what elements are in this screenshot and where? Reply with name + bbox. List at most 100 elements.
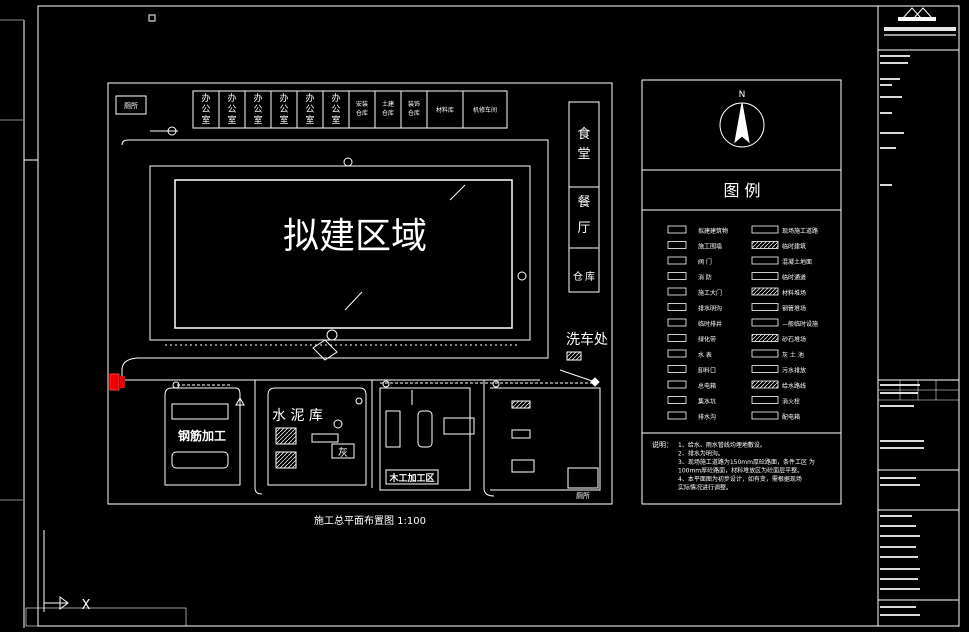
legend-symbol-left <box>667 396 687 404</box>
office-label: 室 <box>331 114 340 126</box>
legend-item-right-label: 消火栓 <box>782 398 800 406</box>
office-label: 材料库 <box>436 106 454 114</box>
legend-symbol-right <box>751 225 779 234</box>
rebar-yard <box>164 387 241 486</box>
legend-symbol-right <box>751 334 779 342</box>
fire-hydrant-marker <box>109 373 120 391</box>
drawing-border <box>37 5 960 627</box>
legend-symbol-right <box>751 303 779 311</box>
legend-symbol-right <box>751 411 779 420</box>
office-label: 仓库 <box>408 109 420 117</box>
legend-symbol-right <box>751 272 779 280</box>
legend-item-left-label: 消 防 <box>698 274 712 282</box>
legend-item-left-label: 卸料口 <box>698 367 716 375</box>
legend-symbol-left <box>667 411 687 420</box>
timber-area-label: 木工加工区 <box>388 472 434 484</box>
office-label: 仓库 <box>382 109 394 117</box>
office-label: 办 <box>331 92 340 104</box>
store-char: 库 <box>585 270 595 283</box>
office-label: 安装 <box>356 100 368 108</box>
legend-symbol-right <box>751 380 779 389</box>
legend-item-right-label: 临时通道 <box>782 274 806 282</box>
notes-heading: 说明： <box>652 440 673 449</box>
legend-item-left-label: 排水沟 <box>698 413 716 421</box>
office-label: 室 <box>253 114 262 126</box>
site-boundary <box>107 82 613 505</box>
cafeteria-char: 堂 <box>577 147 590 162</box>
legend-item-left-label: 排水明沟 <box>698 305 722 313</box>
legend-item-left-label: 拟建建筑物 <box>698 227 728 235</box>
legend-symbols <box>667 225 779 420</box>
timber-area-box <box>385 469 439 485</box>
fire-hydrant-marker-2 <box>120 376 125 388</box>
legend-item-left-label: 集水坑 <box>698 398 716 406</box>
legend-symbol-left <box>667 225 687 234</box>
office-label: 办 <box>201 92 210 104</box>
legend-item-right-label: 灰 土 池 <box>782 351 804 359</box>
office-label: 办 <box>279 92 288 104</box>
office-label: 室 <box>227 114 236 126</box>
note-line: 1、给水、雨水管线均埋地敷设。 <box>678 441 766 449</box>
toilet-box-2 <box>567 467 599 489</box>
note-line: 4、本平面图为初步设计，如有变，需根据现场 <box>678 475 802 483</box>
store-char: 仓 <box>573 270 583 283</box>
legend-symbol-left <box>667 241 687 249</box>
office-label: 公 <box>201 104 210 115</box>
cafeteria-char: 食 <box>577 126 590 142</box>
legend-item-right-label: —般临时设施 <box>782 320 818 328</box>
legend-symbol-right <box>751 349 779 358</box>
office-label: 办 <box>253 92 262 104</box>
cement-yard <box>267 387 367 486</box>
legend-symbol-left <box>667 272 687 280</box>
origin-marker <box>148 14 156 22</box>
office-label: 室 <box>305 114 314 126</box>
office-label: 室 <box>201 114 210 126</box>
legend-item-right-label: 现场施工道路 <box>782 227 818 235</box>
note-line: 3、现场施工道路为150mm厚砼路面，条件工区 为 <box>678 458 815 466</box>
legend-item-right-label: 钢管堆场 <box>782 305 806 313</box>
legend-symbol-right <box>751 256 779 265</box>
office-label: 公 <box>279 104 288 115</box>
ash-label: 灰 <box>338 446 348 459</box>
toilet-box <box>115 95 147 115</box>
legend-symbol-right <box>751 287 779 296</box>
legend-symbol-left <box>667 287 687 296</box>
legend-item-left-label: 绿化带 <box>698 336 716 344</box>
legend-item-right-label: 给水路线 <box>782 382 806 390</box>
office-label: 公 <box>305 104 314 115</box>
legend-symbol-left <box>667 256 687 265</box>
legend-symbol-right <box>751 365 779 373</box>
rebar-label: 钢筋加工 <box>178 428 226 443</box>
wash-area-label: 洗车处 <box>566 331 608 348</box>
legend-item-left-label: 临时排井 <box>698 320 722 328</box>
legend-symbol-right <box>751 318 779 327</box>
rebar-bench <box>171 403 229 420</box>
note-line: 实际情况进行调整。 <box>678 484 732 492</box>
site-symbols <box>150 126 600 429</box>
legend-symbol-right <box>751 396 779 404</box>
title-block <box>878 7 959 616</box>
timber-yard <box>379 387 471 491</box>
toilet-label: 厕所 <box>124 101 138 110</box>
legend-item-right-label: 配电箱 <box>782 413 800 421</box>
legend-symbol-left <box>667 303 687 311</box>
cement-store-label: 水 泥 库 <box>272 408 323 424</box>
legend-item-left-label: 施工围墙 <box>698 243 722 251</box>
legend-item-right-label: 混凝土地面 <box>782 258 812 266</box>
legend-item-left-label: 阀 门 <box>698 258 712 266</box>
north-label: N <box>739 90 746 100</box>
plan-title: 施工总平面布置图 1:100 <box>314 514 426 527</box>
legend-item-right-label: 临时建筑 <box>782 243 806 251</box>
office-label: 公 <box>227 104 236 115</box>
legend-item-right-label: 材料堆场 <box>782 289 806 297</box>
office-label: 公 <box>331 104 340 115</box>
note-line: 2、排水为明沟。 <box>678 450 724 458</box>
office-label: 装饰 <box>408 100 420 108</box>
legend-item-left-label: 总电箱 <box>698 382 716 390</box>
office-label: 室 <box>279 114 288 126</box>
office-label: 土建 <box>382 100 394 108</box>
note-line: 100mm厚砼路面，材料堆放区为砼面层平整。 <box>678 467 803 475</box>
office-label: 办 <box>227 92 236 104</box>
legend-item-left-label: 施工大门 <box>698 289 722 297</box>
